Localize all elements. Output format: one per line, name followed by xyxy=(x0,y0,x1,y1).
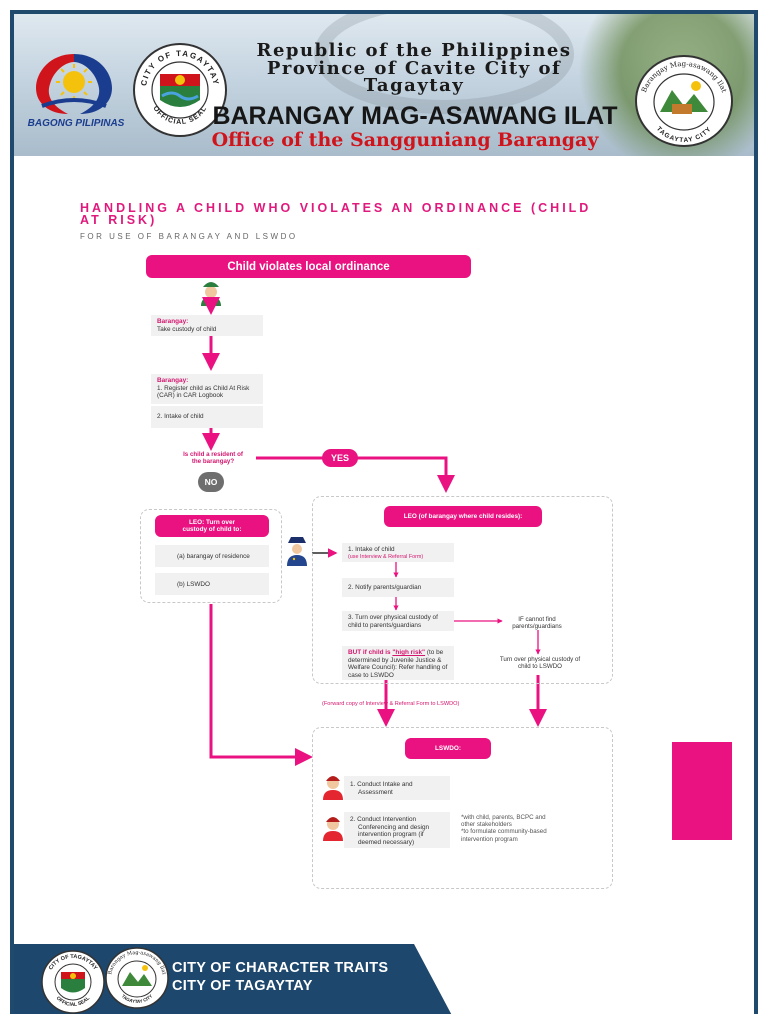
header-office-name: Office of the Sangguniang Barangay xyxy=(211,129,599,151)
l2-text1: 2. Conduct Intervention xyxy=(350,816,417,823)
step2-text3: 2. Intake of child xyxy=(157,413,204,420)
note1: *with child, parents, BCPC and xyxy=(461,814,546,821)
question-line1: Is child a resident of xyxy=(183,451,243,458)
leo-resides-title: LEO (of barangay where child resides): xyxy=(384,506,542,527)
bagong-pilipinas-logo-icon xyxy=(36,54,112,114)
r1-sub: (use Interview & Referral Form) xyxy=(348,553,424,560)
step-notify-parents: 2. Notify parents/guardian xyxy=(342,578,454,597)
hr-quote: "high risk" xyxy=(392,649,426,656)
note3: *to formulate community-based xyxy=(461,828,547,836)
step-intervention-conferencing: 2. Conduct Intervention Conferencing and… xyxy=(344,812,450,848)
step-turnover-parents: 3. Turn over physical custody of child t… xyxy=(342,611,454,631)
decision-no-badge: NO xyxy=(198,472,224,492)
hr-rest3: Welfare Council): Refer handling of xyxy=(348,664,448,671)
document-title: HANDLING A CHILD WHO VIOLATES AN ORDINAN… xyxy=(80,201,680,227)
leo-left-title2: custody of child to: xyxy=(182,526,242,533)
footer-barangay-seal-icon: Barangay Mag-asawang Ilat TAGAYTAY CITY xyxy=(105,947,169,1009)
lswdo-title: LSWDO: xyxy=(405,738,491,759)
leo-turnover-title: LEO: Turn over custody of child to: xyxy=(155,515,269,537)
high-risk-note: BUT if child is "high risk" (to be deter… xyxy=(342,646,454,680)
intervention-notes: *with child, parents, BCPC and other sta… xyxy=(461,814,591,843)
step-register-car: Barangay: 1. Register child as Child At … xyxy=(151,374,263,404)
header-republic: Republic of the Philippines xyxy=(256,40,572,61)
footer-city-seal-icon: CITY OF TAGAYTAY OFFICIAL SEAL xyxy=(41,950,105,1014)
footer-white-area xyxy=(414,944,754,1014)
r3-text1: 3. Turn over physical custody of xyxy=(348,614,438,621)
header-banner: BAGONG PILIPINAS CITY OF TAGAYTAY OFFICI… xyxy=(14,14,754,156)
document-title-line2: AT RISK) xyxy=(80,213,158,227)
hr-rest2: determined by Juvenile Justice & xyxy=(348,656,442,664)
option-lswdo: (b) LSWDO xyxy=(155,573,269,595)
note2: other stakeholders xyxy=(461,821,512,829)
step2-label: Barangay: xyxy=(157,377,189,384)
step-intake-child: 2. Intake of child xyxy=(151,406,263,428)
if-cannot-find-parents: IF cannot find parents/guardians xyxy=(502,616,572,630)
header-barangay-name: BARANGAY MAG-ASAWANG ILAT xyxy=(212,102,618,130)
footer-city-name: CITY OF TAGAYTAY xyxy=(172,978,313,994)
social-worker-icon-2 xyxy=(323,817,343,841)
header-province: Province of Cavite City of xyxy=(266,58,562,79)
decision-resident-question: Is child a resident of the barangay? xyxy=(168,451,258,465)
document-title-line1: HANDLING A CHILD WHO VIOLATES AN ORDINAN… xyxy=(80,201,592,215)
pink-side-block xyxy=(672,742,732,840)
if-cannot1: IF cannot find xyxy=(518,616,556,623)
turnover-to-lswdo: Turn over physical custody of child to L… xyxy=(488,656,592,670)
child-icon xyxy=(201,282,221,315)
step1-label: Barangay: xyxy=(157,318,189,325)
police-officer-icon xyxy=(287,537,307,566)
leo-resides-group xyxy=(312,496,613,684)
lswdo-group xyxy=(312,727,613,889)
r1-text: 1. Intake of child xyxy=(348,546,395,553)
header-city: Tagaytay xyxy=(363,75,465,96)
leo-turnover-group xyxy=(140,509,282,603)
l1-text2: Assessment xyxy=(358,788,393,796)
l2-text4: deemed necessary) xyxy=(358,838,415,846)
document-subtitle: FOR USE OF BARANGAY AND LSWDO xyxy=(80,232,298,241)
if-cannot2: parents/guardians xyxy=(512,623,562,631)
r3-text2: child to parents/guardians xyxy=(348,621,422,629)
leo-left-title1: LEO: Turn over xyxy=(188,518,236,526)
hr-prefix: BUT if child is xyxy=(348,649,391,656)
step-intake-form: 1. Intake of child (use Interview & Refe… xyxy=(342,543,454,562)
question-line2: the barangay? xyxy=(191,458,235,466)
forward-referral-note: (Forward copy of Interview & Referral Fo… xyxy=(322,701,460,707)
turnover2: child to LSWDO xyxy=(517,663,562,671)
hr-rest1: (to be xyxy=(426,649,444,656)
decision-yes-badge: YES xyxy=(322,449,358,467)
option-barangay-residence: (a) barangay of residence xyxy=(155,545,269,567)
bagong-pilipinas-label: BAGONG PILIPINAS xyxy=(27,118,125,129)
social-worker-icon-1 xyxy=(323,776,343,800)
step2-text2: (CAR) in CAR Logbook xyxy=(157,392,224,399)
start-node-child-violates: Child violates local ordinance xyxy=(146,255,471,278)
barangay-seal-icon: Barangay Mag-asawang Ilat TAGAYTAY CITY xyxy=(635,55,733,147)
step-intake-assessment: 1. Conduct Intake and Assessment xyxy=(344,776,450,800)
city-seal-icon: CITY OF TAGAYTAY OFFICIAL SEAL xyxy=(133,43,227,137)
step-take-custody: Barangay: Take custody of child xyxy=(151,315,263,336)
footer-slogan: CITY OF CHARACTER TRAITS xyxy=(172,960,389,976)
l2-text2: Conferencing and design xyxy=(358,823,430,831)
note4: intervention program xyxy=(461,835,518,843)
hr-rest4: case to LSWDO xyxy=(348,671,394,679)
l2-text3: intervention program (if xyxy=(358,831,424,838)
step1-text: Take custody of child xyxy=(157,325,217,333)
turnover1: Turn over physical custody of xyxy=(499,656,581,663)
l1-text1: 1. Conduct Intake and xyxy=(350,781,413,788)
step2-text1: 1. Register child as Child At Risk xyxy=(157,384,250,392)
